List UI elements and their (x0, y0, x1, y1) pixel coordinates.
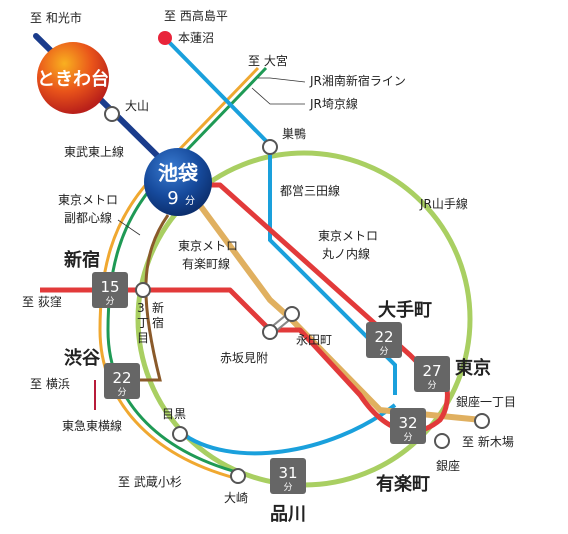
station-dot-osaki (230, 468, 246, 484)
svg-text:分: 分 (117, 387, 126, 398)
station-ginza-itchome: 銀座一丁目 (456, 394, 516, 409)
mita-line (163, 36, 397, 395)
time-box-shinjuku: 15 分 (92, 272, 128, 308)
station-name-yurakucho: 有楽町 (376, 473, 430, 495)
origin-name: ときわ台 (37, 68, 109, 90)
station-dot-nagatacho (284, 306, 300, 322)
station-name-shinjuku: 新宿 (64, 249, 100, 271)
station-dot-ginza-itchome (474, 413, 490, 429)
time-box-shinagawa: 31 分 (270, 458, 306, 494)
station-akasakamitsuke: 赤坂見附 (220, 351, 268, 365)
station-dot-hasune (158, 31, 172, 45)
time-box-otemachi: 22 分 (366, 322, 402, 358)
line-label-fukutoshin-1: 東京メトロ (58, 193, 118, 207)
line-label-marunouchi-1: 東京メトロ (318, 229, 378, 243)
dest-wakoshi: 至 和光市 (30, 10, 82, 25)
sanchome-shin-2: 宿 (152, 315, 164, 330)
line-label-tobu-tojo: 東武東上線 (64, 144, 124, 159)
svg-text:22: 22 (374, 328, 393, 346)
svg-text:31: 31 (278, 464, 297, 482)
station-oyama: 大山 (125, 99, 149, 113)
leader-saikyo (251, 87, 305, 105)
line-label-fukutoshin-2: 副都心線 (64, 210, 112, 225)
dest-nishitakashimadaira: 至 西高島平 (164, 8, 228, 23)
station-meguro: 目黒 (162, 407, 186, 421)
station-nagatacho: 永田町 (296, 333, 332, 347)
station-dot-shinjuku-sanchome (135, 282, 151, 298)
line-label-yurakucho-1: 東京メトロ (178, 239, 238, 253)
hub-minutes: 9 (167, 188, 178, 209)
station-dot-akasakamitsuke (262, 324, 278, 340)
svg-text:分: 分 (379, 346, 388, 357)
time-box-yurakucho: 32 分 (390, 408, 426, 444)
sanchome-char-1: 3 (137, 301, 145, 315)
sanchome-char-3: 目 (137, 331, 149, 345)
svg-text:分: 分 (283, 482, 292, 493)
dest-yokohama: 至 横浜 (30, 377, 70, 391)
station-dot-ginza (434, 433, 450, 449)
station-ginza: 銀座 (436, 458, 460, 473)
shonan-shinjuku-line (98, 66, 260, 480)
time-box-shibuya: 22 分 (104, 363, 140, 399)
leader-fukutoshin (117, 219, 141, 236)
station-name-shibuya: 渋谷 (64, 347, 101, 369)
station-osaki: 大崎 (224, 491, 248, 505)
line-label-yurakucho-2: 有楽町線 (182, 256, 230, 271)
line-label-saikyo: JR埼京線 (309, 96, 358, 111)
time-box-tokyo: 27 分 (414, 356, 450, 392)
svg-text:22: 22 (112, 369, 131, 387)
station-dot-sugamo (262, 139, 278, 155)
station-name-tokyo: 東京 (455, 357, 491, 379)
sanchome-char-2: 丁 (137, 316, 149, 330)
sanchome-shin-1: 新 (152, 300, 164, 315)
line-label-marunouchi-2: 丸ノ内線 (322, 246, 370, 261)
leader-shonan (258, 77, 306, 83)
hub-unit: 分 (185, 195, 195, 207)
svg-text:32: 32 (398, 414, 417, 432)
dest-ogikubo: 至 荻窪 (22, 294, 62, 309)
station-dot-oyama (104, 106, 120, 122)
dest-musashikosugi: 至 武蔵小杉 (118, 475, 182, 489)
station-name-otemachi: 大手町 (378, 299, 432, 321)
line-label-toyoko: 東急東横線 (62, 418, 122, 433)
fukutoshin-line (125, 214, 170, 382)
station-dot-meguro (172, 426, 188, 442)
svg-text:15: 15 (100, 278, 119, 296)
dest-shinkiba: 至 新木場 (462, 434, 514, 449)
line-label-mita: 都営三田線 (280, 183, 340, 198)
svg-text:27: 27 (422, 362, 441, 380)
station-name-shinagawa: 品川 (270, 504, 306, 525)
station-sugamo: 巣鴨 (282, 127, 306, 141)
svg-text:分: 分 (105, 296, 114, 307)
line-label-yamanote: JR山手線 (419, 196, 468, 211)
station-hasune: 本蓮沼 (178, 31, 214, 45)
line-label-shonan: JR湘南新宿ライン (309, 73, 406, 88)
svg-text:分: 分 (427, 380, 436, 391)
saikyo-line (106, 66, 268, 475)
dest-omiya: 至 大宮 (248, 53, 288, 68)
svg-text:分: 分 (403, 432, 412, 443)
hub-circle (144, 148, 212, 216)
origin-circle (37, 42, 109, 114)
hub-name: 池袋 (158, 161, 199, 185)
namboku-meguro-line (178, 403, 397, 456)
